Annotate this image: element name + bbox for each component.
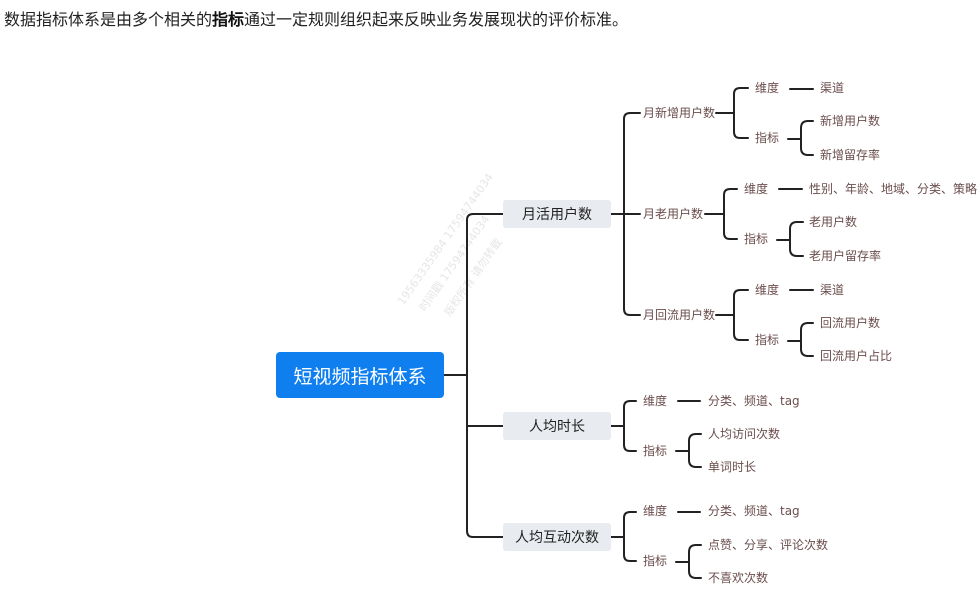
connector-g3-branch	[733, 289, 741, 341]
node-mau[interactable]: 月活用户数	[503, 200, 611, 228]
g5-dim-label[interactable]: 维度	[643, 504, 668, 518]
connector-g4-idx-branch	[688, 433, 697, 468]
g4-dim-value[interactable]: 分类、频道、tag	[708, 394, 800, 408]
g5-dim-value[interactable]: 分类、频道、tag	[708, 504, 800, 518]
connector-g2-idx-branch	[789, 221, 798, 257]
g2-idx-item-2[interactable]: 老用户留存率	[809, 249, 882, 263]
g1-idx-item-2[interactable]: 新增留存率	[820, 148, 881, 162]
g3-idx-item-1[interactable]: 回流用户数	[820, 316, 881, 330]
node-monthly-old-users[interactable]: 月老用户数	[643, 207, 704, 221]
connector-g3-idx-branch	[800, 322, 809, 357]
connector-g1-branch	[733, 87, 741, 139]
connector-g5-branch	[623, 511, 631, 562]
g5-idx-item-2[interactable]: 不喜欢次数	[708, 571, 769, 585]
node-avg-interactions[interactable]: 人均互动次数	[503, 523, 611, 551]
g2-dim-label[interactable]: 维度	[744, 182, 769, 196]
g2-idx-label[interactable]: 指标	[744, 232, 769, 246]
g4-idx-item-1[interactable]: 人均访问次数	[708, 427, 781, 441]
connector-g5-idx-branch	[688, 544, 697, 579]
intro-before: 数据指标体系是由多个相关的	[4, 10, 213, 29]
node-monthly-returning-users[interactable]: 月回流用户数	[643, 308, 716, 322]
g5-idx-item-1[interactable]: 点赞、分享、评论次数	[708, 538, 829, 552]
g2-dim-value[interactable]: 性别、年龄、地域、分类、策略	[809, 182, 978, 196]
intro-after: 通过一定规则组织起来反映业务发展现状的评价标准。	[244, 10, 629, 29]
g1-idx-item-1[interactable]: 新增用户数	[820, 114, 881, 128]
connector-g1-idx-branch	[800, 120, 809, 156]
g3-dim-value[interactable]: 渠道	[820, 283, 845, 297]
connector-root-branch	[466, 213, 474, 538]
root-node[interactable]: 短视频指标体系	[276, 352, 444, 398]
node-monthly-new-users[interactable]: 月新增用户数	[643, 106, 716, 120]
g3-idx-item-2[interactable]: 回流用户占比	[820, 349, 893, 363]
g5-idx-label[interactable]: 指标	[643, 554, 668, 568]
g4-idx-item-2[interactable]: 单词时长	[708, 460, 757, 474]
g1-dim-value[interactable]: 渠道	[820, 81, 845, 95]
g4-idx-label[interactable]: 指标	[643, 444, 668, 458]
g3-dim-label[interactable]: 维度	[755, 283, 780, 297]
g1-idx-label[interactable]: 指标	[755, 131, 780, 145]
g3-idx-label[interactable]: 指标	[755, 333, 780, 347]
g2-idx-item-1[interactable]: 老用户数	[809, 215, 858, 229]
connector-g4-branch	[623, 400, 631, 452]
intro-bold: 指标	[212, 10, 245, 29]
connector-g2-branch	[723, 188, 731, 240]
g1-dim-label[interactable]: 维度	[755, 81, 780, 95]
g4-dim-label[interactable]: 维度	[643, 394, 668, 408]
node-avg-duration[interactable]: 人均时长	[503, 412, 611, 440]
intro-text: 数据指标体系是由多个相关的指标通过一定规则组织起来反映业务发展现状的评价标准。	[4, 6, 628, 30]
